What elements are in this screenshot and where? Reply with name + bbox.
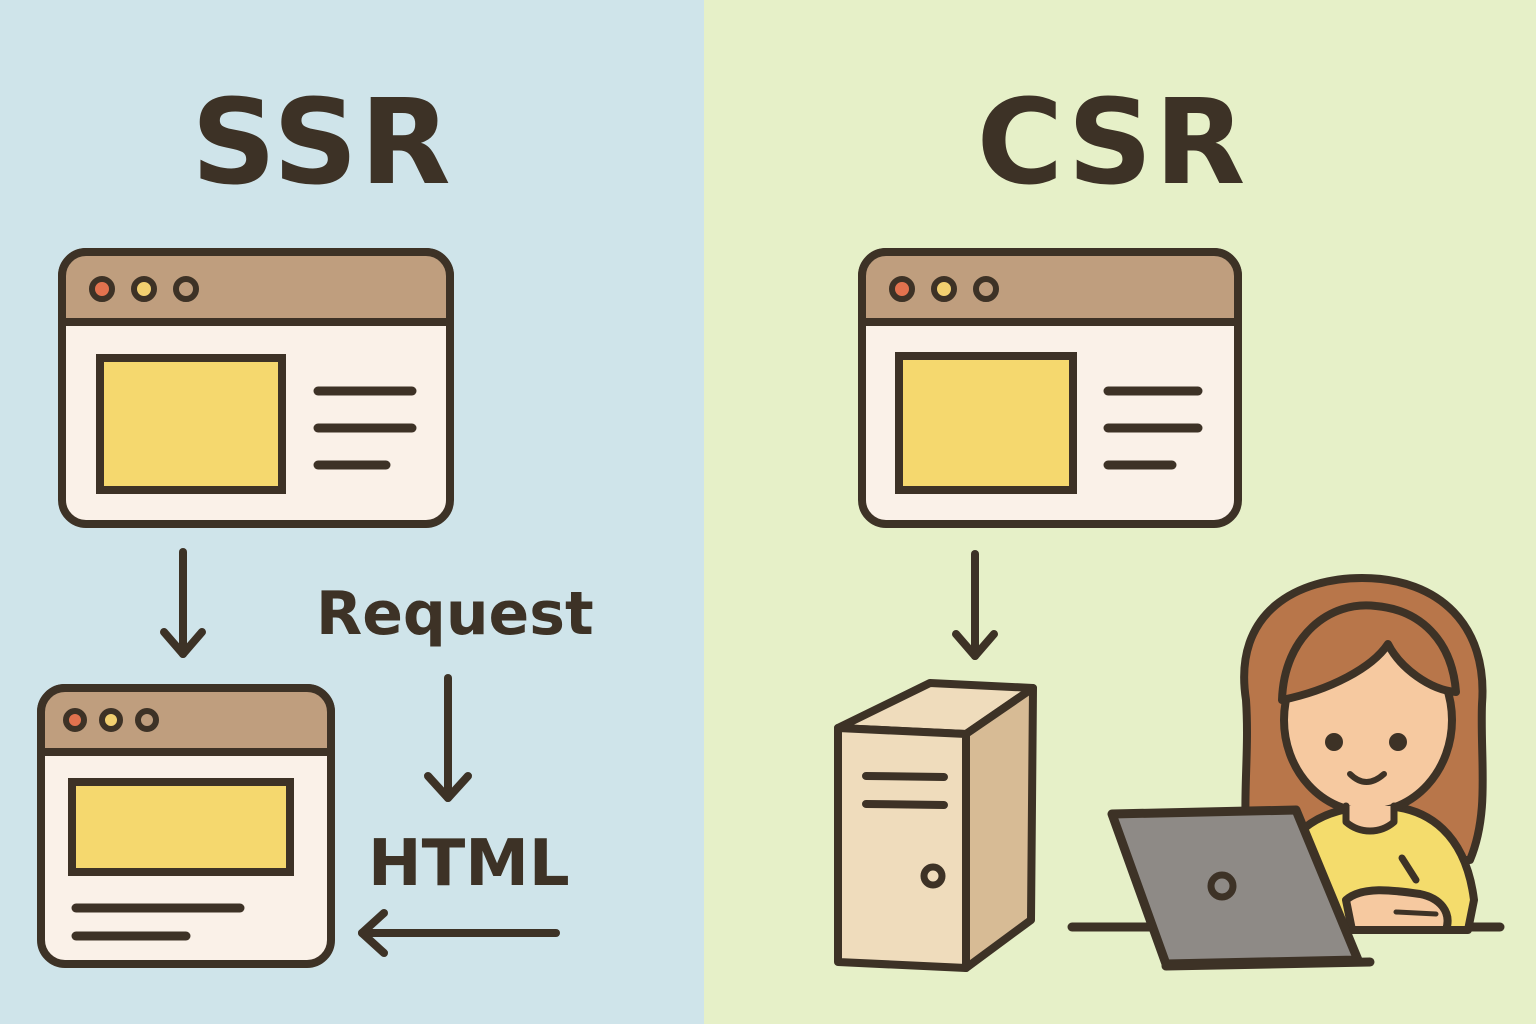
request-arrow-down-icon — [424, 674, 472, 802]
ssr-title: SSR — [191, 73, 453, 211]
laptop-icon — [1107, 805, 1375, 971]
ssr-rendered-browser-window-icon — [37, 684, 335, 968]
csr-arrow-down-icon — [952, 550, 998, 660]
arrow-left-icon — [358, 909, 560, 957]
html-label: HTML — [368, 827, 570, 901]
csr-title: CSR — [976, 73, 1248, 211]
server-tower-icon — [834, 679, 1037, 972]
girl-user-icon — [1067, 574, 1505, 934]
arrow-down-icon — [160, 548, 206, 658]
request-label: Request — [316, 579, 594, 649]
ssr-browser-window-icon — [58, 248, 454, 528]
csr-browser-window-icon — [858, 248, 1242, 528]
